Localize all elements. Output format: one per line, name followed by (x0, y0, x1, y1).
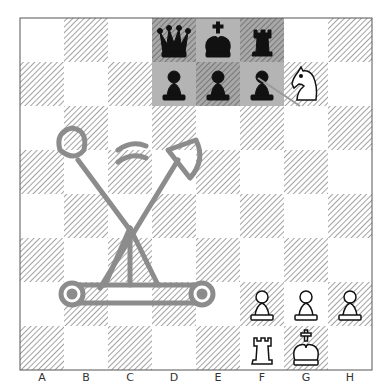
file-label: C (120, 372, 140, 384)
board-square (284, 106, 328, 150)
board-square (64, 326, 108, 370)
board-square (328, 238, 372, 282)
board-square (64, 18, 108, 62)
board-square (240, 106, 284, 150)
file-label: H (340, 372, 360, 384)
board-square (196, 326, 240, 370)
board-square (284, 194, 328, 238)
board-square (240, 194, 284, 238)
board-square (284, 238, 328, 282)
king-piece (294, 330, 318, 365)
knight-piece (292, 67, 317, 100)
board-square (328, 326, 372, 370)
board-square (284, 150, 328, 194)
file-label: G (296, 372, 316, 384)
board-square (196, 150, 240, 194)
pawn-piece (339, 291, 361, 320)
board-square (20, 326, 64, 370)
board-square (152, 238, 196, 282)
board-square (328, 282, 372, 326)
board-square (328, 106, 372, 150)
board-square (240, 18, 284, 62)
file-label: F (252, 372, 272, 384)
board-square (152, 194, 196, 238)
king-piece (206, 22, 230, 57)
board-square (328, 18, 372, 62)
board-square (240, 150, 284, 194)
pawn-piece (295, 291, 317, 320)
file-label: A (32, 372, 52, 384)
board-square (196, 238, 240, 282)
rook-piece (252, 338, 272, 364)
board-square (20, 150, 64, 194)
board-square (240, 282, 284, 326)
board-square (284, 326, 328, 370)
board-square (108, 18, 152, 62)
board-square (20, 282, 64, 326)
board-square (20, 194, 64, 238)
pawn-piece (251, 291, 273, 320)
board-border (20, 18, 372, 370)
board-square (196, 194, 240, 238)
queen-piece (158, 26, 191, 58)
board-square (240, 238, 284, 282)
board-square (108, 150, 152, 194)
pawn-piece (163, 71, 185, 100)
file-label: E (208, 372, 228, 384)
board-square (20, 238, 64, 282)
board-square (108, 326, 152, 370)
board-square (20, 62, 64, 106)
catapult-drawing (59, 128, 213, 305)
board-square (152, 326, 196, 370)
board-square (284, 282, 328, 326)
board-square (328, 194, 372, 238)
board-square (196, 106, 240, 150)
rook-piece (252, 30, 272, 56)
board-square (64, 194, 108, 238)
board-square (108, 106, 152, 150)
file-label: D (164, 372, 184, 384)
board-square (108, 62, 152, 106)
pawn-piece (207, 71, 229, 100)
attack-line (258, 78, 300, 106)
board-square (196, 62, 240, 106)
board-square (328, 150, 372, 194)
board-square (196, 18, 240, 62)
board-square (328, 62, 372, 106)
board-square (152, 18, 196, 62)
board-square (284, 18, 328, 62)
board-square (240, 326, 284, 370)
board-square (64, 62, 108, 106)
board-squares (20, 18, 372, 370)
board-square (152, 62, 196, 106)
board-square (20, 18, 64, 62)
board-square (240, 62, 284, 106)
file-label: B (76, 372, 96, 384)
chess-pieces (158, 22, 362, 365)
board-square (64, 238, 108, 282)
